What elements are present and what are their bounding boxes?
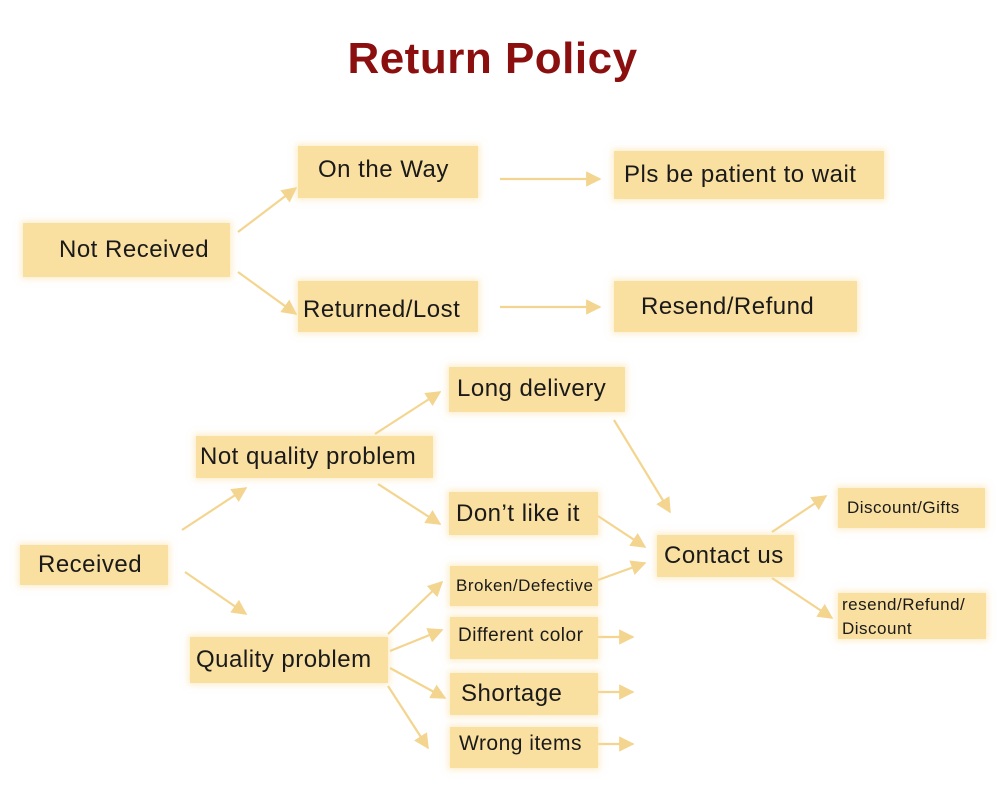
node-contact-us: Contact us <box>657 535 794 577</box>
page-title: Return Policy <box>347 34 638 83</box>
node-discount-gifts: Discount/Gifts <box>838 488 985 528</box>
arrow-quality-to-broken <box>387 580 444 635</box>
node-long-delivery: Long delivery <box>449 367 625 412</box>
node-quality-problem-label: Quality problem <box>196 646 372 673</box>
arrow-received-to-quality-problem <box>184 571 248 615</box>
node-shortage: Shortage <box>450 673 598 715</box>
node-discount-gifts-label: Discount/Gifts <box>847 498 960 517</box>
node-different-color-label: Different color <box>458 625 584 646</box>
node-resend-refund: Resend/Refund <box>614 281 857 332</box>
arrow-quality-to-shortage <box>389 667 447 699</box>
node-wrong-items: Wrong items <box>450 727 598 768</box>
node-be-patient-label: Pls be patient to wait <box>624 161 857 188</box>
node-different-color: Different color <box>450 617 598 659</box>
node-not-received-label: Not Received <box>59 236 210 263</box>
node-broken-defective-label: Broken/Defective <box>456 576 594 595</box>
arrow-not-quality-to-dont-like-it <box>377 483 442 525</box>
node-contact-us-label: Contact us <box>664 542 784 569</box>
arrow-not-received-to-on-the-way <box>237 187 298 233</box>
arrow-quality-to-different-color <box>389 628 444 653</box>
node-resend-refund-label: Resend/Refund <box>641 292 815 320</box>
node-resend-refund-discount: resend/Refund/ Discount <box>838 593 986 639</box>
node-returned-lost: Returned/Lost <box>298 281 478 332</box>
node-long-delivery-label: Long delivery <box>457 375 607 402</box>
node-on-the-way: On the Way <box>298 146 478 198</box>
node-dont-like-it-label: Don’t like it <box>456 499 580 527</box>
arrow-not-quality-to-long-delivery <box>374 391 442 435</box>
node-not-quality-problem-label: Not quality problem <box>200 443 417 470</box>
node-dont-like-it: Don’t like it <box>449 492 598 535</box>
node-wrong-items-label: Wrong items <box>459 732 582 755</box>
node-returned-lost-label: Returned/Lost <box>303 296 461 323</box>
arrow-contact-us-to-discount-gifts <box>771 495 828 533</box>
arrow-dont-like-it-to-contact-us <box>597 515 647 548</box>
node-be-patient: Pls be patient to wait <box>614 151 884 199</box>
node-received: Received <box>20 545 168 585</box>
node-broken-defective: Broken/Defective <box>450 566 598 606</box>
arrow-received-to-not-quality-problem <box>181 487 248 531</box>
node-received-label: Received <box>38 551 143 578</box>
arrow-broken-to-contact-us <box>597 560 647 582</box>
arrow-long-delivery-to-contact-us <box>613 419 671 514</box>
node-shortage-label: Shortage <box>461 680 563 707</box>
arrow-quality-to-wrong-items <box>387 685 429 750</box>
arrow-contact-us-to-resend-refund-discount <box>771 577 834 619</box>
arrow-not-received-to-returned-lost <box>237 271 298 315</box>
node-on-the-way-label: On the Way <box>318 156 449 183</box>
node-not-quality-problem: Not quality problem <box>196 436 433 478</box>
node-resend-refund-discount-label: resend/Refund/ Discount <box>842 595 966 638</box>
node-not-received: Not Received <box>23 223 230 277</box>
node-quality-problem: Quality problem <box>190 637 388 683</box>
